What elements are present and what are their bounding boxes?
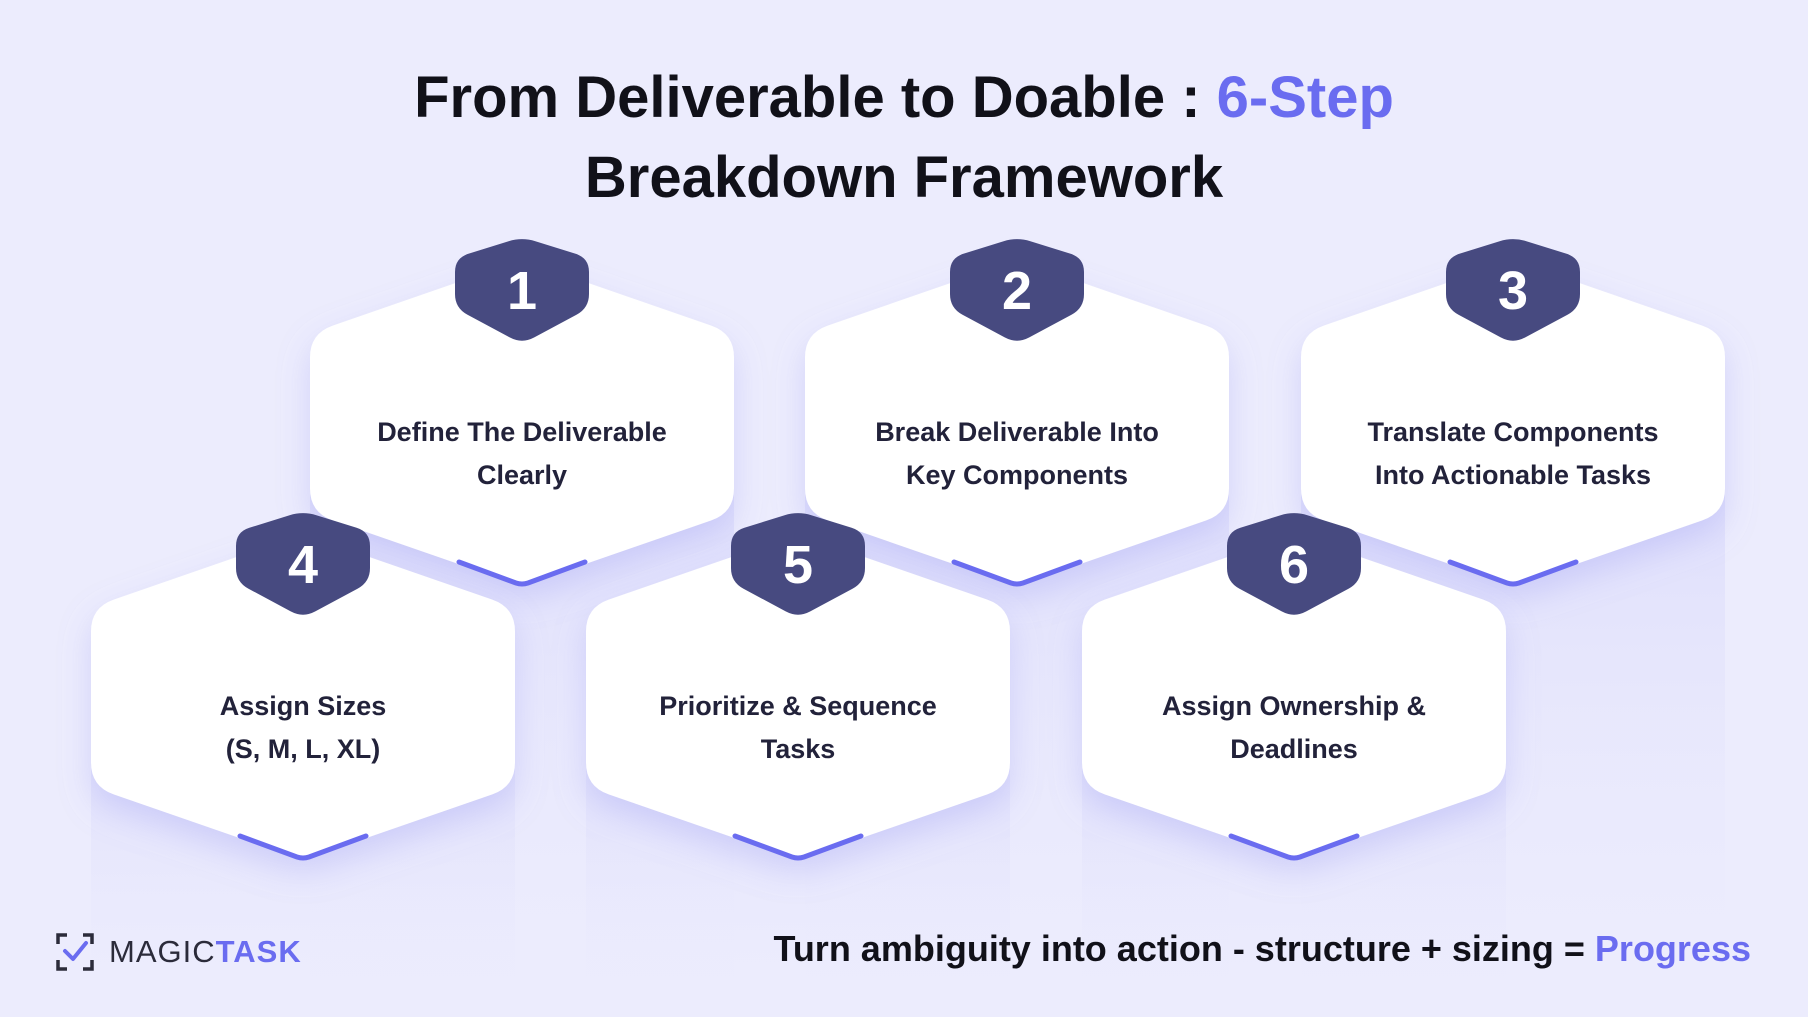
step-label-line2: Key Components [905,460,1129,490]
step-label-line2: Into Actionable Tasks [1374,460,1652,490]
cards-layer [91,239,1725,1017]
step-label-line1: Define The Deliverable [377,417,667,447]
title-accent: 6-Step [1216,65,1394,130]
step-label-line1: Assign Ownership & [1161,691,1427,721]
step-label-line1: Break Deliverable Into [875,417,1159,447]
accent-chevron [951,559,1083,587]
step-number-badge [455,239,589,341]
step-card-4 [91,513,515,1017]
hexagon-card [1082,537,1506,857]
tagline-accent: Progress [1594,928,1751,969]
step-label-line1: Translate Components [1367,417,1659,447]
step-number-6: 6 [1278,535,1310,595]
hexagon-card [805,263,1229,583]
checkbox-frame-icon [56,933,94,971]
step-card-5 [586,513,1010,1017]
step-label-line2: (S, M, L, XL) [225,734,381,764]
step-number-3: 3 [1497,261,1529,321]
step-number-badge [950,239,1084,341]
step-label-6: Assign Ownership & Deadlines [1104,685,1484,771]
title-part-1: From Deliverable to Doable : [414,65,1217,130]
step-label-line2: Clearly [476,460,568,490]
logo-light: MAGIC [109,934,216,969]
hexagon-card [91,537,515,857]
tagline-text: Turn ambiguity into action - structure +… [773,928,1595,969]
hexagon-card [1301,263,1725,583]
step-label-line2: Deadlines [1230,734,1358,764]
step-number-badge [236,513,370,615]
title-line-1: From Deliverable to Doable : 6-Step [0,58,1808,138]
step-label-line2: Tasks [760,734,836,764]
hexagon-card [586,537,1010,857]
page-title: From Deliverable to Doable : 6-Step Brea… [0,58,1808,218]
accent-chevron [1228,833,1360,861]
step-number-badge [1227,513,1361,615]
logo-wordmark: MAGICTASK [109,934,302,970]
step-number-badge [1446,239,1580,341]
tagline: Turn ambiguity into action - structure +… [774,928,1752,970]
accent-chevron [456,559,588,587]
accent-chevron [237,833,369,861]
step-label-line1: Assign Sizes [219,691,387,721]
step-number-5: 5 [782,535,814,595]
accent-chevron [1447,559,1579,587]
step-number-badge [731,513,865,615]
step-label-line1: Prioritize & Sequence [659,691,937,721]
step-number-4: 4 [287,535,319,595]
step-label-4: Assign Sizes (S, M, L, XL) [113,685,493,771]
accent-chevron [732,833,864,861]
step-number-1: 1 [506,261,538,321]
step-number-2: 2 [1001,261,1033,321]
step-card-6 [1082,513,1506,1017]
magictask-logo: MAGICTASK [55,932,302,972]
hexagon-card [310,263,734,583]
title-line-2: Breakdown Framework [584,145,1224,210]
logo-strong: TASK [215,934,302,969]
